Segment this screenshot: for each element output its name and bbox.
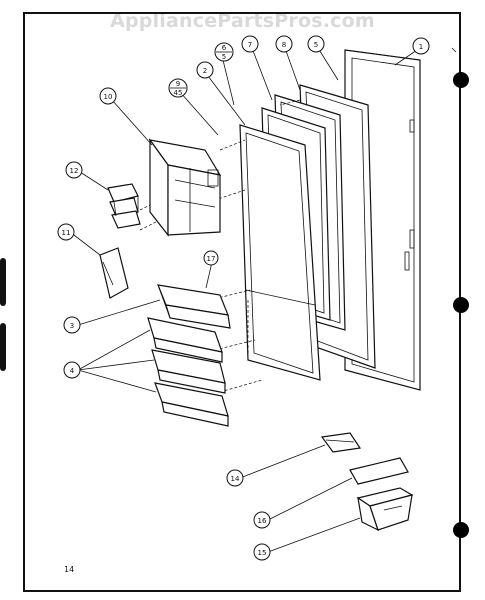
callout-5 [307,35,325,53]
callout-11 [57,223,75,241]
callout-3-label: 3 [70,322,74,330]
part-2-door-liner [239,124,321,381]
margin-dot-middle [453,297,469,313]
margin-dot-bottom [453,522,469,538]
leader-lines [69,47,421,553]
callout-2-label: 2 [203,67,207,75]
callout-17-label: 17 [207,255,216,263]
callout-14 [226,469,244,487]
part-15-bin [356,487,414,532]
callout-circles: 1 2 3 4 5 7 8 10 11 12 14 15 16 [57,35,430,561]
callout-4 [63,361,81,379]
part-3-door-shelf [157,284,231,329]
callout-12 [65,161,83,179]
callout-3 [63,316,81,334]
part-12-egg-trays [107,183,141,229]
stacked-callout-b: 9 45 [168,78,188,98]
stacked-callout-b-top: 9 [176,80,180,88]
part-4-door-bins [147,317,229,427]
callout-2 [196,61,214,79]
stacked-callout-b-bottom: 45 [174,89,183,97]
stacked-callout-a-bottom: 5 [222,53,226,61]
callout-5-label: 5 [314,41,318,49]
binder-mark-bottom [0,323,6,371]
callout-7 [241,35,259,53]
callout-4-label: 4 [70,367,75,375]
callout-16 [253,511,271,529]
part-16-lid [349,457,409,485]
part-11-cover [99,247,129,299]
callout-1-label: 1 [419,43,423,51]
callout-8-label: 8 [282,41,286,49]
callout-10 [99,87,117,105]
callout-15-label: 15 [258,549,267,557]
callout-14-label: 14 [231,475,240,483]
watermark: AppliancePartsPros.com [110,10,375,32]
corner-mark [451,47,457,53]
page-number: 14 [64,565,75,574]
callout-10-label: 10 [104,93,113,101]
stacked-callout-a-top: 6 [222,44,227,52]
callout-1 [412,37,430,55]
stacked-callout-a: 6 5 [214,42,234,62]
callout-8 [275,35,293,53]
callout-15 [253,543,271,561]
callout-16-label: 16 [258,517,267,525]
callout-11-label: 11 [62,229,71,237]
margin-dot-top [453,72,469,88]
binder-mark-top [0,258,6,306]
callout-17 [203,250,219,266]
part-10-dairy-compartment [148,138,222,237]
callout-12-label: 12 [70,167,79,175]
part-14-tray [320,432,362,453]
callout-7-label: 7 [248,41,252,49]
